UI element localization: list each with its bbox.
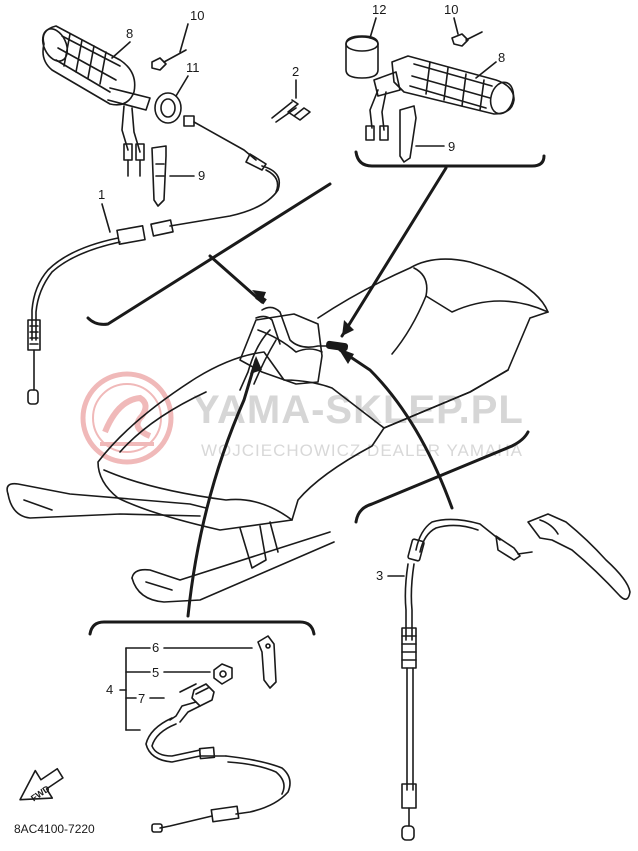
snowmobile <box>6 258 549 603</box>
arrow-to-switch <box>186 358 258 618</box>
brake-cable-assembly: 3 <box>376 513 631 841</box>
callout-7: 7 <box>138 691 145 706</box>
callout-10-right: 10 <box>444 2 458 17</box>
fwd-label: FWD <box>29 783 52 803</box>
callout-12: 12 <box>372 2 386 17</box>
left-grip-assembly: 9 8 10 11 1 2 <box>27 8 311 405</box>
diagram-code: 8AC4100-7220 <box>14 822 95 836</box>
stop-switch-assembly: 4 6 5 7 <box>106 635 291 833</box>
right-grip-assembly: 12 8 10 9 <box>345 2 515 163</box>
watermark-brand: YAMA-SKLEP.PL <box>193 388 524 432</box>
callout-5: 5 <box>152 665 159 680</box>
callout-2: 2 <box>292 64 299 79</box>
callout-11: 11 <box>186 60 200 75</box>
watermark: YAMA-SKLEP.PL WOJCIECHOWICZ DEALER YAMAH… <box>80 371 524 465</box>
callout-10-left: 10 <box>190 8 204 23</box>
group-bracket-right <box>354 150 546 168</box>
callout-3: 3 <box>376 568 383 583</box>
callout-8-left: 8 <box>126 26 133 41</box>
callout-1: 1 <box>98 187 105 202</box>
arrow-to-brake <box>338 348 454 510</box>
callout-9-left: 9 <box>198 168 205 183</box>
fwd-arrow-icon: FWD <box>19 767 64 803</box>
group-bracket-left <box>86 182 332 326</box>
callout-4: 4 <box>106 682 113 697</box>
grip-left <box>41 25 151 111</box>
callout-6: 6 <box>152 640 159 655</box>
group-bracket-bottom-left <box>88 620 316 636</box>
callout-9-right: 9 <box>448 139 455 154</box>
callout-8-right: 8 <box>498 50 505 65</box>
watermark-logo <box>80 371 174 465</box>
watermark-dealer: WOJCIECHOWICZ DEALER YAMAHA <box>201 441 523 460</box>
group-bracket-bottom-right <box>354 430 530 524</box>
